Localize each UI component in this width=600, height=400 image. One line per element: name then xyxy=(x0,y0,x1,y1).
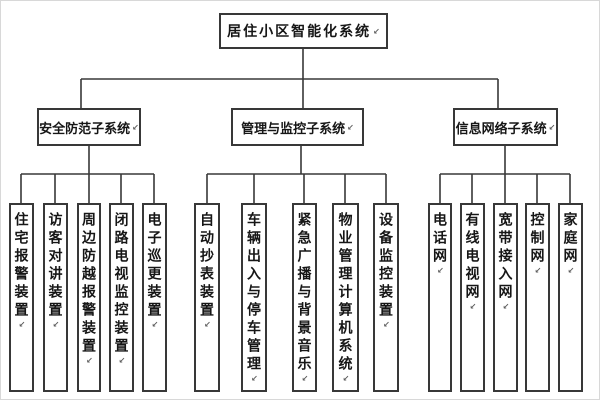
leaf-label: 电话网 xyxy=(432,212,448,266)
subsystem-node-information-network: 信息网络子系统↙ xyxy=(453,108,558,146)
leaf-label: 设备监控装置 xyxy=(378,212,394,320)
leaf-label: 家庭网 xyxy=(562,212,579,266)
paragraph-mark: ↙ xyxy=(51,320,61,329)
leaf-node-auto-meter-reading: 自动抄表装置↙ xyxy=(194,203,220,392)
leaf-label: 物业管理计算机系统 xyxy=(337,212,354,374)
leaf-label: 车辆出入与停车管理 xyxy=(246,212,262,374)
root-node-intelligent-system: 居住小区智能化系统↙ xyxy=(219,13,388,49)
leaf-node-broadband-access-network: 宽带接入网↙ xyxy=(493,203,518,392)
paragraph-mark: ↙ xyxy=(373,26,380,36)
leaf-node-vehicle-parking: 车辆出入与停车管理↙ xyxy=(241,203,267,392)
paragraph-mark: ↙ xyxy=(17,320,27,329)
leaf-node-residential-alarm: 住宅报警装置↙ xyxy=(9,203,34,392)
paragraph-mark: ↙ xyxy=(203,320,212,329)
paragraph-mark: ↙ xyxy=(150,320,160,329)
leaf-node-equipment-monitoring: 设备监控装置↙ xyxy=(373,203,399,392)
leaf-label: 自动抄表装置 xyxy=(199,212,215,320)
paragraph-mark: ↙ xyxy=(566,266,576,275)
paragraph-mark: ↙ xyxy=(117,356,127,365)
paragraph-mark: ↙ xyxy=(347,122,354,132)
leaf-node-cable-tv-network: 有线电视网↙ xyxy=(460,203,485,392)
leaf-node-perimeter-alarm: 周边防越报警装置↙ xyxy=(77,203,101,392)
paragraph-mark: ↙ xyxy=(250,374,259,383)
paragraph-mark: ↙ xyxy=(382,320,391,329)
leaf-node-visitor-intercom: 访客对讲装置↙ xyxy=(43,203,68,392)
leaf-node-control-network: 控制网↙ xyxy=(525,203,550,392)
paragraph-mark: ↙ xyxy=(533,266,543,275)
leaf-node-home-network: 家庭网↙ xyxy=(558,203,583,392)
paragraph-mark: ↙ xyxy=(501,302,511,311)
leaf-label: 电子巡更装置 xyxy=(146,212,163,320)
leaf-label: 周边防越报警装置 xyxy=(81,212,97,356)
subsystem-label: 管理与监控子系统 xyxy=(241,120,346,136)
leaf-node-cctv-monitoring: 闭路电视监控装置↙ xyxy=(109,203,134,392)
subsystem-node-management-monitoring: 管理与监控子系统↙ xyxy=(231,108,364,146)
subsystem-label: 安全防范子系统 xyxy=(39,120,131,136)
leaf-label: 有线电视网 xyxy=(464,212,481,302)
root-label: 居住小区智能化系统 xyxy=(227,23,372,39)
subsystem-label: 信息网络子系统 xyxy=(455,120,547,136)
paragraph-mark: ↙ xyxy=(300,374,310,383)
paragraph-mark: ↙ xyxy=(85,356,94,365)
leaf-label: 住宅报警装置 xyxy=(13,212,30,320)
paragraph-mark: ↙ xyxy=(548,122,556,132)
leaf-label: 宽带接入网 xyxy=(497,212,514,302)
leaf-label: 紧急广播与背景音乐 xyxy=(296,212,313,374)
subsystem-node-security: 安全防范子系统↙ xyxy=(37,108,141,146)
paragraph-mark: ↙ xyxy=(436,266,445,275)
leaf-label: 访客对讲装置 xyxy=(47,212,64,320)
paragraph-mark: ↙ xyxy=(341,374,351,383)
leaf-label: 闭路电视监控装置 xyxy=(113,212,130,356)
paragraph-mark: ↙ xyxy=(132,122,139,132)
leaf-node-emergency-broadcast: 紧急广播与背景音乐↙ xyxy=(292,203,317,392)
leaf-node-property-computer-system: 物业管理计算机系统↙ xyxy=(332,203,359,392)
leaf-node-electronic-patrol: 电子巡更装置↙ xyxy=(142,203,167,392)
leaf-node-telephone-network: 电话网↙ xyxy=(428,203,452,392)
leaf-label: 控制网 xyxy=(529,212,546,266)
paragraph-mark: ↙ xyxy=(468,302,478,311)
